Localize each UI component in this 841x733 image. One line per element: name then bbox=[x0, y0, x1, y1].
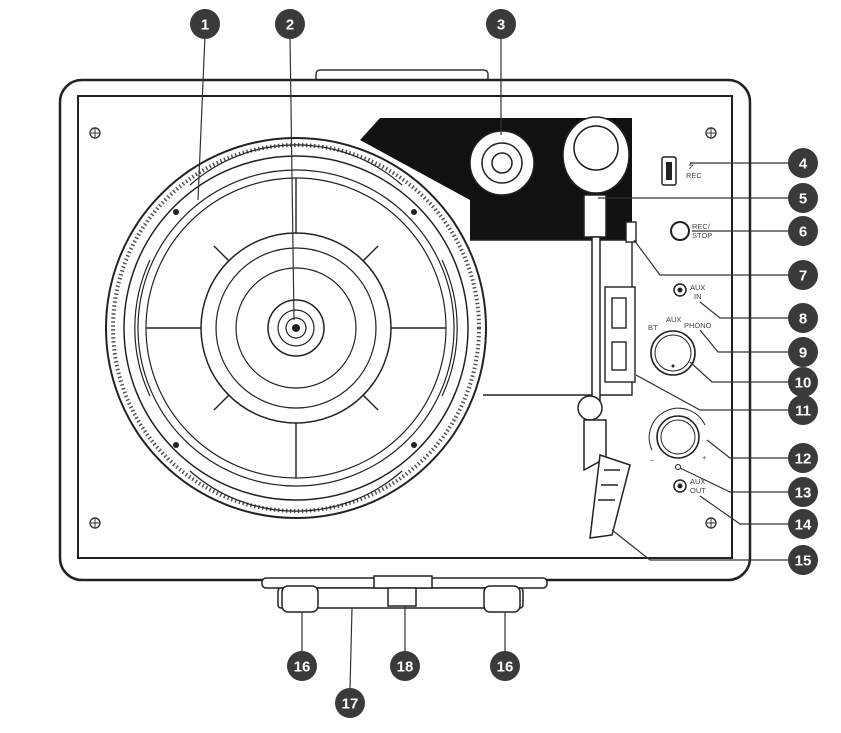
callout-number: 6 bbox=[799, 224, 807, 241]
aux-out-label-1: AUX bbox=[690, 477, 705, 486]
rec-stop-button[interactable] bbox=[670, 221, 690, 241]
callout-number: 3 bbox=[497, 17, 505, 34]
callout-1: 1 bbox=[190, 9, 220, 39]
callout-12: 12 bbox=[788, 443, 818, 473]
callout-17: 17 bbox=[335, 688, 365, 718]
usb-rec-label: REC bbox=[686, 171, 702, 180]
callout-number: 10 bbox=[795, 375, 812, 392]
callout-4: 4 bbox=[788, 148, 818, 178]
platter bbox=[105, 137, 487, 519]
callout-number: 13 bbox=[795, 485, 812, 502]
power-indicator bbox=[675, 464, 681, 470]
callout-number: 16 bbox=[497, 659, 514, 676]
callout-number: 7 bbox=[799, 268, 807, 285]
aux-out-label-2: OUT bbox=[690, 486, 706, 495]
callout-11: 11 bbox=[788, 395, 818, 425]
callout-number: 18 bbox=[397, 659, 414, 676]
callout-number: 11 bbox=[795, 403, 811, 420]
callout-number: 16 bbox=[294, 659, 311, 676]
selector-phono-label: PHONO bbox=[684, 321, 712, 330]
callout-13: 13 bbox=[788, 477, 818, 507]
callout-14: 14 bbox=[788, 509, 818, 539]
callout-16: 16 bbox=[490, 651, 520, 681]
volume-knob[interactable] bbox=[648, 407, 706, 459]
volume-minus-label: – bbox=[650, 455, 655, 464]
callout-16: 16 bbox=[287, 651, 317, 681]
usb-icon: ⭍ bbox=[688, 161, 695, 170]
callout-7: 7 bbox=[788, 260, 818, 290]
callout-number: 12 bbox=[795, 451, 812, 468]
bottom-hardware bbox=[261, 575, 548, 613]
callout-3: 3 bbox=[486, 9, 516, 39]
rec-stop-label-2: STOP bbox=[692, 231, 712, 240]
callout-5: 5 bbox=[788, 183, 818, 213]
callout-number: 8 bbox=[799, 311, 807, 328]
callout-8: 8 bbox=[788, 303, 818, 333]
callout-number: 1 bbox=[201, 17, 209, 34]
callout-number: 14 bbox=[795, 517, 812, 534]
callout-number: 4 bbox=[799, 156, 808, 173]
callout-18: 18 bbox=[390, 651, 420, 681]
callout-number: 15 bbox=[795, 553, 812, 570]
callout-number: 17 bbox=[342, 696, 359, 713]
callout-number: 5 bbox=[799, 191, 807, 208]
tonearm-housing bbox=[470, 221, 637, 396]
rec-stop-label-1: REC/ bbox=[692, 222, 711, 231]
usb-port[interactable] bbox=[661, 156, 677, 186]
callout-15: 15 bbox=[788, 545, 818, 575]
volume-plus-label: + bbox=[702, 453, 707, 462]
aux-in-label-2: IN bbox=[694, 292, 702, 301]
function-selector-knob[interactable] bbox=[650, 330, 696, 376]
selector-bt-label: BT bbox=[648, 323, 658, 332]
leader-lines bbox=[197, 34, 790, 691]
callout-6: 6 bbox=[788, 216, 818, 246]
selector-aux-label: AUX bbox=[666, 315, 681, 324]
callout-9: 9 bbox=[788, 337, 818, 367]
adapter-spindle bbox=[469, 130, 535, 196]
tonearm bbox=[562, 116, 631, 539]
callout-2: 2 bbox=[275, 9, 305, 39]
callout-number: 9 bbox=[799, 345, 807, 362]
aux-in-label-1: AUX bbox=[690, 283, 705, 292]
callout-10: 10 bbox=[788, 367, 818, 397]
callout-number: 2 bbox=[286, 17, 294, 34]
